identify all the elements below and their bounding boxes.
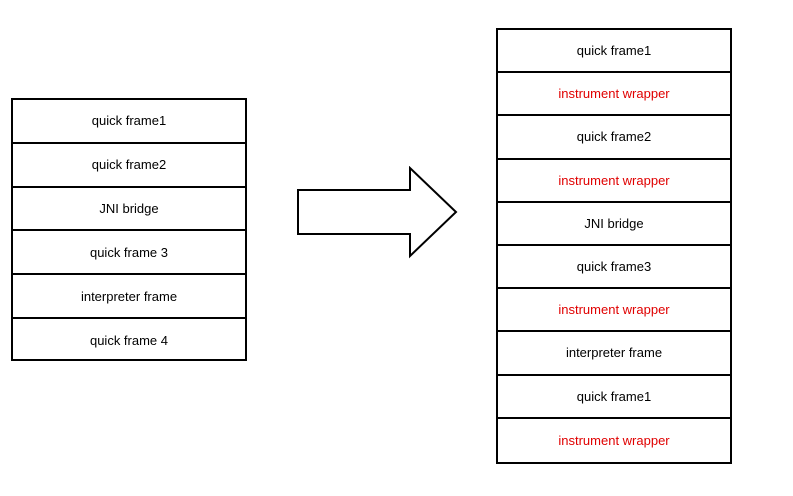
left-stack-cell-4: quick frame 3 (13, 231, 245, 276)
left-stack-cell-2: quick frame2 (13, 144, 245, 188)
right-stack-cell-2: instrument wrapper (498, 73, 730, 117)
right-stack-cell-3: quick frame2 (498, 116, 730, 160)
left-stack-cell-1: quick frame1 (13, 100, 245, 144)
right-arrow-icon (297, 166, 458, 259)
left-stack-cell-5: interpreter frame (13, 275, 245, 319)
right-stack-cell-7: instrument wrapper (498, 289, 730, 333)
right-stack-cell-1: quick frame1 (498, 30, 730, 74)
right-stack-cell-10: instrument wrapper (558, 432, 670, 448)
right-stack-cell-6: quick frame3 (498, 246, 730, 290)
right-stack-cell-5: JNI bridge (498, 203, 730, 246)
right-stack-cell-4: instrument wrapper (498, 160, 730, 203)
right-stack-cell-8: interpreter frame (498, 332, 730, 376)
left-stack-cell-3: JNI bridge (13, 188, 245, 232)
right-stack-cell-9: quick frame1 (498, 376, 730, 419)
left-stack-cell-6: quick frame 4 (89, 333, 169, 349)
